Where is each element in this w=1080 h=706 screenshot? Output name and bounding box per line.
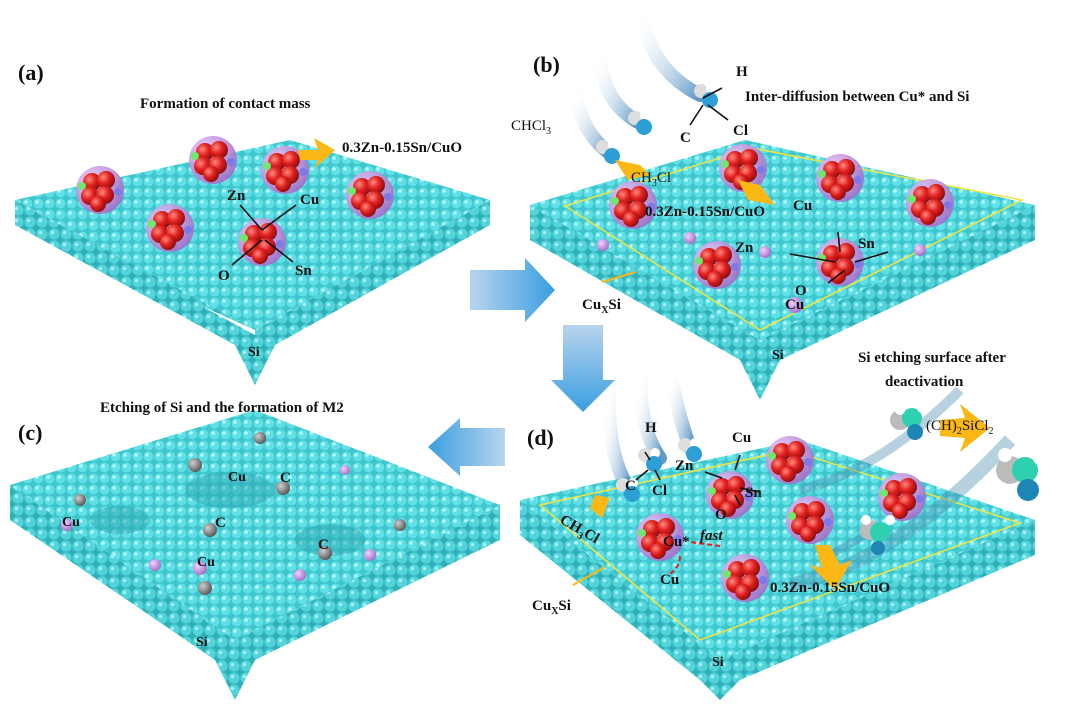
substrate-label-c: Si [196, 635, 208, 650]
atom-label-cu: Cu [300, 192, 320, 208]
atom-label-o-d: O [715, 507, 727, 523]
clusters-b [597, 144, 954, 313]
panel-b-title: Inter-diffusion between Cu* and Si [745, 89, 970, 105]
molecule-atom-c: C [680, 130, 691, 146]
substrate-label-b: Si [772, 348, 784, 363]
atom-label-o-b: O [795, 283, 807, 299]
atom-label-zn: Zn [227, 188, 246, 204]
panel-a-title: Formation of contact mass [140, 96, 311, 112]
panel-label-d: (d) [527, 425, 554, 450]
catalyst-label-d: 0.3Zn-0.15Sn/CuO [770, 580, 891, 596]
catalyst-label-b: 0.3Zn-0.15Sn/CuO [645, 204, 766, 220]
molecule-atom-c-d: C [625, 478, 636, 494]
molecule-atom-h: H [736, 64, 748, 80]
atom-label-sn-b: Sn [858, 236, 875, 252]
panel-c-title: Etching of Si and the formation of M2 [100, 400, 344, 416]
cu-label-c-1: Cu [228, 470, 246, 485]
slab-c [10, 410, 500, 700]
molecule-trails-d [572, 368, 1047, 592]
c-label-c-2: C [215, 515, 226, 531]
cu-star-label: Cu* [663, 534, 690, 550]
cu-label-d: Cu [660, 572, 680, 588]
flow-arrow-b-to-d [551, 325, 615, 412]
atom-label-zn-b: Zn [735, 240, 754, 256]
slab-b [530, 140, 1035, 400]
reactant-label-b: CHCl3 [511, 118, 552, 137]
molecule-trails-b [568, 3, 775, 283]
etch-pits-c [61, 432, 406, 595]
atom-label-sn-d: Sn [745, 485, 762, 501]
atom-label-o: O [218, 268, 230, 284]
atom-label-sn: Sn [295, 263, 312, 279]
molecule-atom-h-d: H [645, 420, 657, 436]
panel-label-b: (b) [533, 52, 560, 77]
substrate-label-a: Si [248, 345, 260, 360]
fast-label: fast [700, 528, 723, 544]
product-molecule-1 [890, 403, 927, 440]
cu-label-c-2: Cu [62, 515, 80, 530]
c-label-c-3: C [318, 537, 329, 553]
molecule-atom-cl: Cl [733, 123, 748, 139]
catalyst-label-a: 0.3Zn-0.15Sn/CuO [342, 140, 463, 156]
cu-label-b: Cu [785, 297, 805, 313]
atom-label-zn-d: Zn [675, 458, 694, 474]
alloy-label-d: CuXSi [532, 598, 571, 617]
panel-d-title-line1: Si etching surface after [858, 350, 1006, 366]
substrate-label-d: Si [712, 655, 724, 670]
atom-label-cu-b: Cu [793, 198, 813, 214]
product-molecule-2 [996, 448, 1047, 501]
flow-arrow-d-to-c [428, 418, 505, 476]
product-label-b: CH3Cl [631, 170, 672, 189]
atom-pointer-arrows [231, 87, 889, 506]
orange-arrow-a [298, 138, 335, 168]
molecule-atom-cl-d: Cl [652, 483, 667, 499]
cu-label-c-3: Cu [197, 555, 215, 570]
flow-arrow-a-to-b [470, 258, 555, 322]
panel-label-a: (a) [18, 60, 44, 85]
product-label-d: (CH)2SiCl2 [926, 418, 994, 437]
panel-label-c: (c) [18, 420, 43, 445]
panel-d-title-line2: deactivation [885, 374, 964, 390]
atom-label-cu-d: Cu [732, 430, 752, 446]
product-molecule-3 [860, 515, 895, 555]
alloy-label-b: CuXSi [582, 297, 621, 316]
c-label-c-1: C [280, 470, 291, 486]
